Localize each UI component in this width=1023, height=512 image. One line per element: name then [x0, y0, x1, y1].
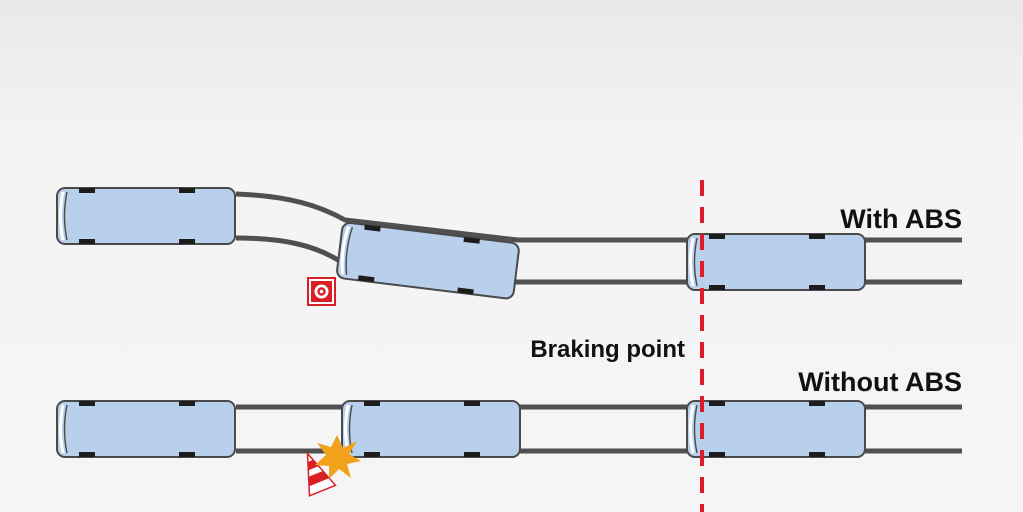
- bus-with-abs-swerving: [334, 220, 522, 301]
- braking-point-label: Braking point: [530, 336, 685, 363]
- traffic-cone-icon: [306, 451, 337, 497]
- bus-with-abs-stopped: [685, 232, 867, 292]
- bus-without-abs-stopped: [685, 399, 867, 459]
- bus-without-abs-crash: [340, 399, 522, 459]
- without-abs-row: Without ABS: [55, 367, 962, 497]
- without-abs-label: Without ABS: [798, 367, 962, 397]
- collision-burst-icon: [315, 435, 361, 479]
- bus-without-abs-start: [55, 399, 237, 459]
- with-abs-label: With ABS: [840, 204, 962, 234]
- target-sign-icon: [307, 277, 336, 306]
- bus-with-abs-start: [55, 186, 237, 246]
- with-abs-row: With ABS: [55, 186, 962, 306]
- with-abs-track-upper: [235, 191, 962, 243]
